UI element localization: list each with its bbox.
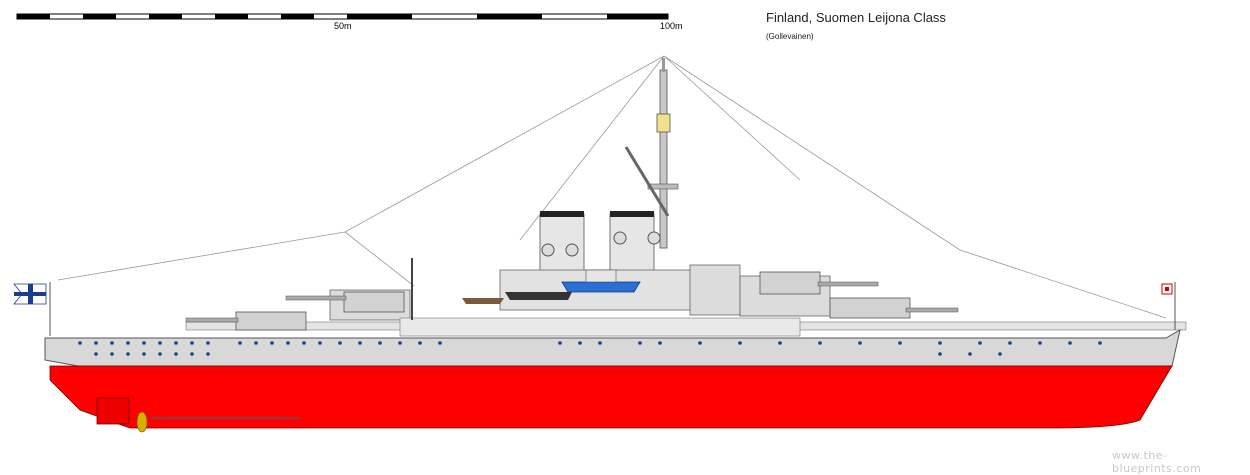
boats	[411, 258, 641, 320]
turrets	[185, 271, 959, 331]
rigging	[57, 55, 1167, 319]
blueprint-author: (Gollevainen)	[766, 32, 814, 41]
superstructure	[185, 264, 1187, 337]
watermark: www.the-blueprints.com	[1112, 449, 1202, 475]
blueprint-title: Finland, Suomen Leijona Class	[766, 10, 946, 25]
scale-label-end: 100m	[660, 21, 683, 31]
scale-label-mid: 50m	[334, 21, 352, 31]
hull	[44, 329, 1181, 433]
main-mast	[624, 58, 679, 249]
finnish-naval-ensign-icon	[13, 282, 51, 336]
portholes	[78, 341, 1102, 356]
funnels	[539, 211, 661, 275]
scale-bar	[16, 13, 669, 20]
jack-flag-icon	[1161, 282, 1176, 330]
